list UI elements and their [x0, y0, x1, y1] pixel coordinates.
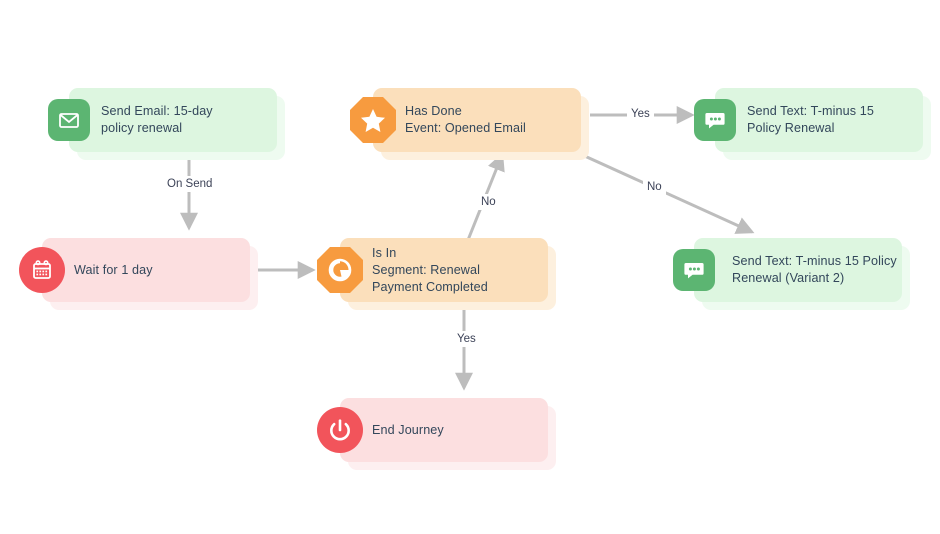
envelope-icon — [48, 99, 90, 141]
node-wait-1-day[interactable]: Wait for 1 day — [19, 238, 258, 310]
segment-donut-icon — [316, 246, 364, 294]
node-card[interactable]: Send Text: T-minus 15 Policy Renewal — [715, 88, 923, 152]
node-card[interactable]: Send Email: 15-day policy renewal — [69, 88, 277, 152]
node-label: Send Email: 15-day policy renewal — [101, 104, 213, 135]
node-send-email[interactable]: Send Email: 15-day policy renewal — [48, 88, 285, 160]
node-card[interactable]: Has Done Event: Opened Email — [373, 88, 581, 152]
node-label: Send Text: T-minus 15 Policy Renewal (Va… — [732, 254, 897, 285]
node-card[interactable]: Is In Segment: Renewal Payment Completed — [340, 238, 548, 302]
node-label: Wait for 1 day — [74, 262, 153, 277]
node-is-in-segment[interactable]: Is In Segment: Renewal Payment Completed — [317, 238, 556, 310]
node-has-done[interactable]: Has Done Event: Opened Email — [350, 88, 589, 160]
message-bubble-icon — [694, 99, 736, 141]
node-card[interactable]: Send Text: T-minus 15 Policy Renewal (Va… — [694, 238, 902, 302]
node-send-text-2[interactable]: Send Text: T-minus 15 Policy Renewal (Va… — [673, 238, 910, 310]
edge-label-hasdone-yes: Yes — [627, 106, 654, 122]
edge-label-segment-yes: Yes — [453, 331, 480, 347]
node-send-text-1[interactable]: Send Text: T-minus 15 Policy Renewal — [694, 88, 931, 160]
message-bubble-icon — [673, 249, 715, 291]
edge-label-hasdone-no: No — [643, 179, 666, 195]
node-label: End Journey — [372, 422, 444, 437]
node-card[interactable]: End Journey — [340, 398, 548, 462]
node-label: Is In Segment: Renewal Payment Completed — [372, 245, 488, 294]
node-card[interactable]: Wait for 1 day — [42, 238, 250, 302]
node-label: Send Text: T-minus 15 Policy Renewal — [747, 104, 874, 135]
node-end-journey[interactable]: End Journey — [317, 398, 556, 470]
edge-label-segment-no: No — [477, 194, 500, 210]
power-icon — [317, 407, 363, 453]
edge-label-on-send: On Send — [163, 176, 217, 192]
calendar-icon — [19, 247, 65, 293]
node-label: Has Done Event: Opened Email — [405, 104, 526, 135]
star-icon — [349, 96, 397, 144]
